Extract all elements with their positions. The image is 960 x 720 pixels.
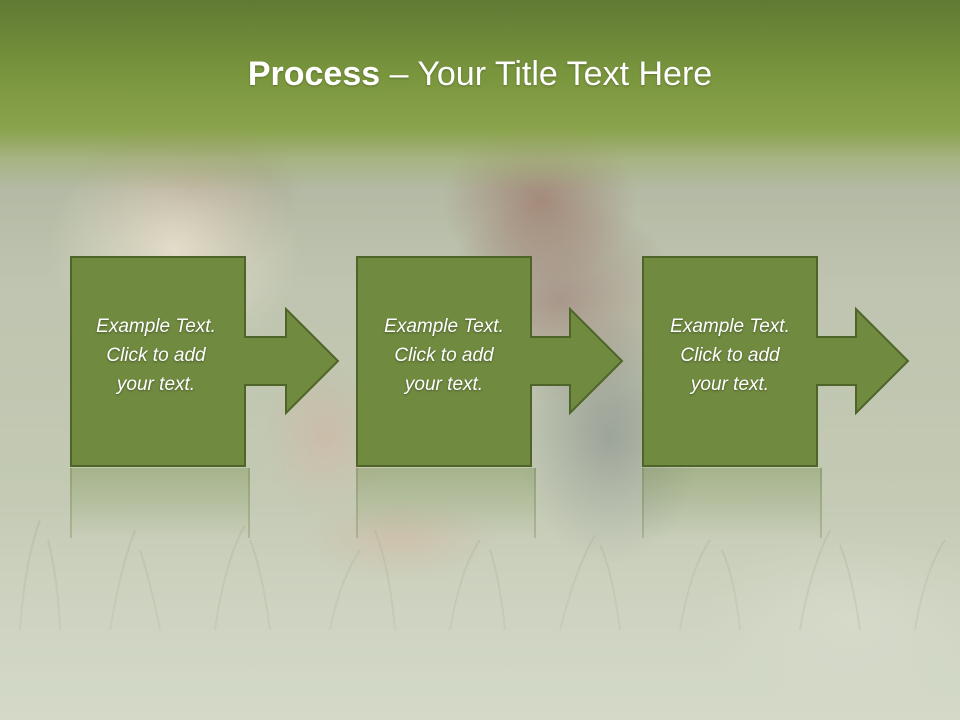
arrow-box-shape	[70, 256, 340, 467]
step-text[interactable]: Example Text. Click to add your text.	[96, 316, 216, 395]
process-step-3[interactable]: Example Text. Click to add your text.	[642, 256, 910, 468]
step-1-reflection	[70, 468, 250, 538]
title-rest: – Your Title Text Here	[380, 55, 713, 93]
step-text[interactable]: Example Text. Click to add your text.	[384, 316, 504, 395]
process-step-1[interactable]: Example Text. Click to add your text.	[70, 256, 340, 468]
step-text[interactable]: Example Text. Click to add your text.	[670, 316, 790, 395]
arrow-box-shape	[356, 256, 624, 467]
process-step-2[interactable]: Example Text. Click to add your text.	[356, 256, 624, 468]
slide-title[interactable]: Process – Your Title Text Here	[0, 52, 960, 96]
title-band	[0, 0, 960, 190]
title-bold: Process	[247, 55, 381, 93]
arrow-box-shape	[642, 256, 910, 467]
step-2-reflection	[356, 468, 536, 538]
step-3-reflection	[642, 468, 822, 538]
